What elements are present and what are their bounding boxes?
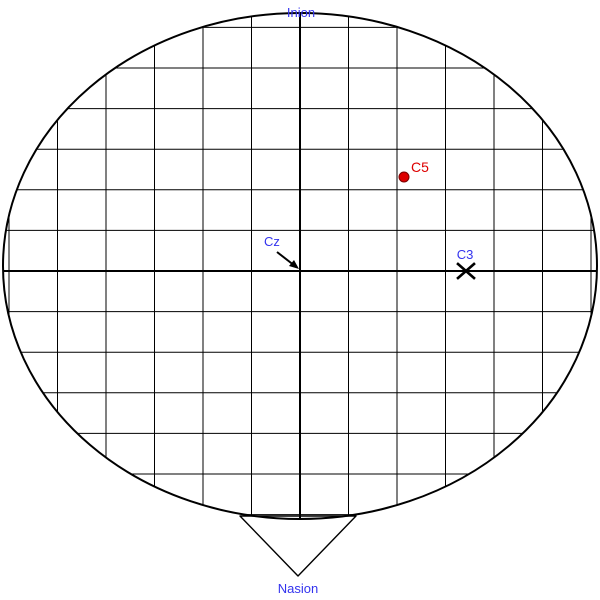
cz-arrow: [276, 251, 299, 269]
c5-point: [398, 171, 410, 183]
c5-label: C5: [411, 159, 429, 175]
head-outline: [2, 12, 598, 520]
c3-label: C3: [457, 247, 474, 262]
c3-cross-marker: [456, 262, 476, 280]
nose-shape: [239, 515, 357, 577]
main-axes: [3, 13, 597, 519]
inion-label: Inion: [287, 5, 315, 20]
nasion-label: Nasion: [278, 581, 318, 596]
cz-label: Cz: [264, 234, 280, 249]
